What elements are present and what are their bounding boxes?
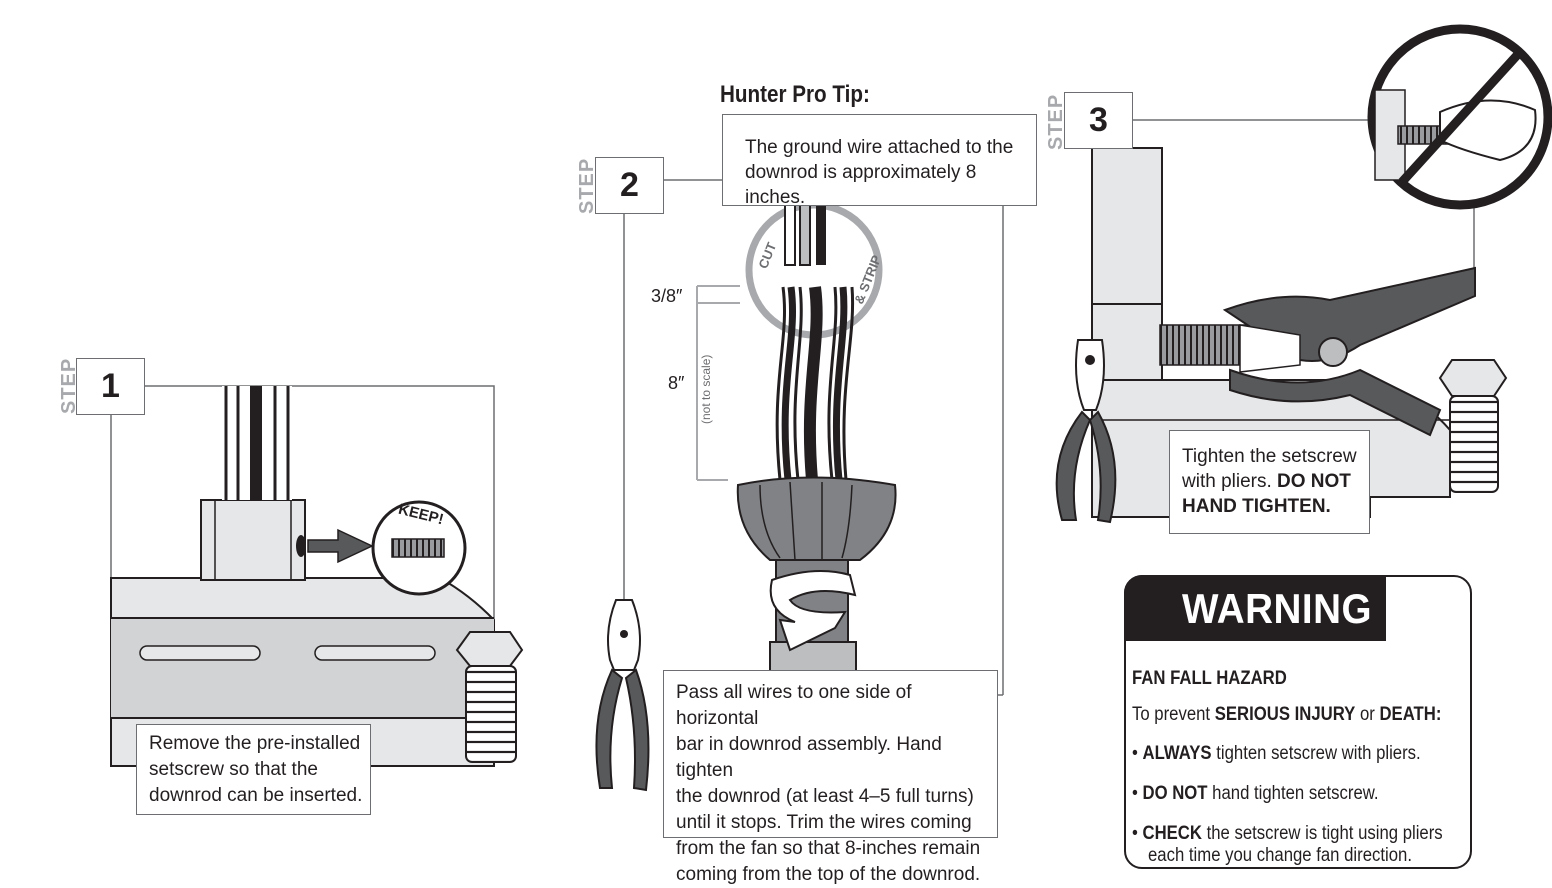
warning-bullet-continuation: each time you change fan direction. xyxy=(1148,845,1412,866)
step2-line: bar in downrod assembly. Hand tighten xyxy=(676,734,942,781)
step3-instructions: Tighten the setscrew with pliers. DO NOT… xyxy=(1169,430,1370,534)
bullet-bold: CHECK xyxy=(1142,823,1202,844)
hazard-text: FAN FALL HAZARD xyxy=(1132,668,1287,689)
bullet-text: tighten setscrew with pliers. xyxy=(1211,743,1421,764)
step3-line-mixed: with pliers. DO NOT xyxy=(1182,469,1369,494)
bullet-text: hand tighten setscrew. xyxy=(1207,783,1379,804)
step2-illustration xyxy=(595,179,1004,792)
warning-header: WARNING xyxy=(1124,575,1386,641)
step3-emphasis: HAND TIGHTEN. xyxy=(1182,496,1331,517)
warning-box: WARNING FAN FALL HAZARD To prevent SERIO… xyxy=(1124,575,1472,869)
step3-line: Tighten the setscrew xyxy=(1182,446,1357,467)
scale-note: (not to scale) xyxy=(699,354,713,424)
step3-number: 3 xyxy=(1064,92,1133,149)
hazard-title: FAN FALL HAZARD xyxy=(1132,668,1287,690)
step2-line: from the fan so that 8-inches remain xyxy=(676,838,981,859)
step1-line: Remove the pre-installed xyxy=(149,733,361,754)
pro-tip-box: The ground wire attached to the downrod … xyxy=(722,114,1037,208)
step1-line: downrod can be inserted. xyxy=(149,785,363,806)
intro-text: or xyxy=(1355,704,1380,725)
step2-line: coming from the top of the downrod. xyxy=(676,864,981,885)
pro-tip-title: Hunter Pro Tip: xyxy=(720,81,870,108)
step1-instructions: Remove the pre-installed setscrew so tha… xyxy=(136,724,371,815)
bullet-bold: DO NOT xyxy=(1142,783,1208,804)
step3-emphasis: DO NOT xyxy=(1277,471,1351,492)
intro-text: To prevent xyxy=(1132,704,1215,725)
warning-intro: To prevent SERIOUS INJURY or DEATH: xyxy=(1132,704,1441,726)
warning-bullet: • CHECK the setscrew is tight using plie… xyxy=(1132,823,1443,844)
warning-title: WARNING xyxy=(1182,585,1372,632)
step2-line: the downrod (at least 4–5 full turns) xyxy=(676,786,974,807)
step2-line: Pass all wires to one side of horizontal xyxy=(676,682,912,729)
dimension-large: 8″ xyxy=(668,373,685,393)
step2-instructions: Pass all wires to one side of horizontal… xyxy=(663,670,998,885)
step1-illustration xyxy=(110,385,524,767)
warning-bullet: • ALWAYS tighten setscrew with pliers. xyxy=(1132,743,1421,764)
warning-bullet: • DO NOT hand tighten setscrew. xyxy=(1132,783,1379,804)
bullet-text: the setscrew is tight using pliers xyxy=(1201,823,1443,844)
intro-bold: SERIOUS INJURY xyxy=(1214,704,1356,725)
dimension-small: 3/8″ xyxy=(651,286,683,306)
step1-number: 1 xyxy=(76,358,145,415)
step1-line: setscrew so that the xyxy=(149,759,318,780)
step3-line: with pliers. xyxy=(1182,471,1272,492)
step2-number: 2 xyxy=(595,157,664,214)
pro-tip-line: downrod is approximately 8 inches. xyxy=(745,162,977,208)
intro-bold: DEATH: xyxy=(1379,704,1442,725)
bullet-bold: ALWAYS xyxy=(1142,743,1212,764)
pro-tip-line: The ground wire attached to the xyxy=(745,137,1014,158)
step2-line: until it stops. Trim the wires coming xyxy=(676,812,972,833)
